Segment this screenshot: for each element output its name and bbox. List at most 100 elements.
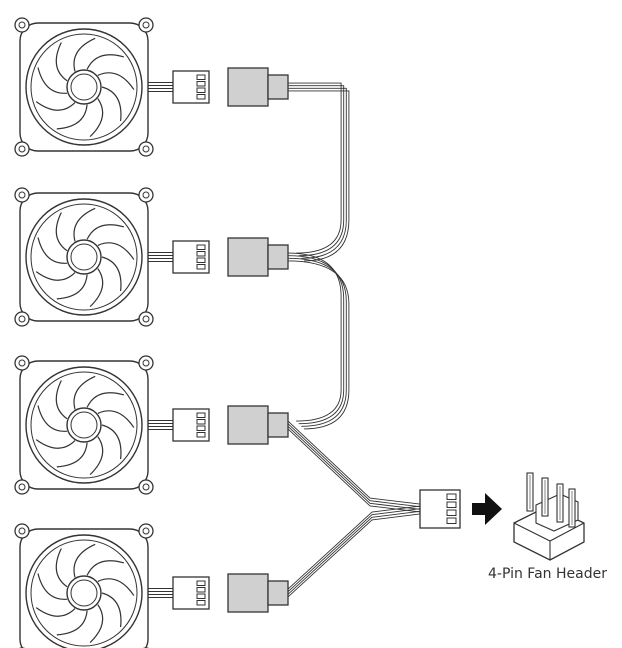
fan-header-icon (513, 472, 585, 561)
mounting-ear (14, 311, 30, 327)
cable-3-to-main (287, 420, 421, 513)
fan-blade (55, 380, 68, 420)
fan-blade (55, 212, 68, 252)
fan-hub-inner (70, 579, 98, 607)
fan-plug-1 (172, 70, 210, 104)
fan-3 (14, 355, 154, 495)
plug-pin (196, 257, 206, 263)
fan-blade (89, 604, 104, 644)
main-plug-pin (446, 493, 457, 500)
screw-hole (18, 145, 26, 153)
socket-neck (267, 580, 289, 606)
main-plug-pin (446, 517, 457, 524)
plug-body (172, 576, 210, 610)
cable-strand (287, 510, 421, 595)
fan-lead (148, 420, 173, 430)
fan-lead (148, 252, 173, 262)
cable-strand (287, 252, 342, 422)
fan-blade (89, 436, 104, 476)
splitter-socket-1 (227, 67, 289, 107)
screw-hole (18, 527, 26, 535)
cable-strand (288, 90, 350, 262)
screw-hole (142, 21, 150, 29)
screw-hole (18, 359, 26, 367)
fan-lead (148, 82, 173, 92)
screw-hole (18, 483, 26, 491)
screw-hole (142, 315, 150, 323)
plug-pin (196, 412, 206, 418)
cable-2-to-3 (287, 252, 350, 430)
socket-body (227, 573, 269, 613)
fan-blade (73, 375, 96, 410)
plug-pin (196, 94, 206, 100)
fan-blade (86, 560, 125, 576)
plug-pin (196, 593, 206, 599)
fan-blade (86, 392, 125, 408)
cable-1-to-2 (288, 82, 350, 262)
socket-body (227, 67, 269, 107)
fan-blade (101, 256, 122, 292)
fan-2 (14, 187, 154, 327)
fan-blade (101, 424, 122, 460)
cable-strand (287, 508, 421, 593)
fan-hub-inner (70, 243, 98, 271)
fan-blade (56, 442, 88, 468)
mounting-ear (14, 523, 30, 539)
cable-4-to-main (287, 505, 421, 598)
fan-plug-4 (172, 576, 210, 610)
mounting-ear (138, 141, 154, 157)
main-plug-pin (446, 509, 457, 516)
fan-blade (97, 410, 135, 428)
fan-hub (66, 69, 102, 105)
plug-pin (196, 419, 206, 425)
screw-hole (142, 527, 150, 535)
fan-blade (56, 274, 88, 300)
fan-frame (19, 22, 149, 152)
socket-body (227, 237, 269, 277)
fan-blade (97, 72, 135, 90)
main-plug-pin (446, 501, 457, 508)
splitter-socket-4 (227, 573, 289, 613)
fan-frame (19, 192, 149, 322)
fan-blade (55, 42, 68, 82)
fan-header-label: 4-Pin Fan Header (488, 566, 607, 582)
plug-pin (196, 74, 206, 80)
fan-1 (14, 17, 154, 157)
cable-strand (287, 257, 347, 427)
fan-inner-ring (30, 539, 138, 647)
fan-blade (37, 67, 68, 94)
plug-body (172, 70, 210, 104)
cable-strand (287, 505, 421, 590)
fan-frame (19, 360, 149, 490)
mounting-ear (14, 187, 30, 203)
plug-pin (196, 425, 206, 431)
socket-neck (267, 244, 289, 270)
mounting-ear (138, 479, 154, 495)
fan-blade (37, 405, 68, 432)
fan-4 (14, 523, 154, 648)
fan-blade (97, 578, 135, 596)
mounting-ear (14, 17, 30, 33)
plug-pin (196, 87, 206, 93)
plug-pin (196, 81, 206, 87)
fan-blade (37, 237, 68, 264)
mounting-ear (138, 523, 154, 539)
fan-inner-ring (30, 371, 138, 479)
fan-blade (101, 86, 122, 122)
fan-plug-3 (172, 408, 210, 442)
cable-strand (287, 255, 345, 425)
fan-plug-2 (172, 240, 210, 274)
socket-body (227, 405, 269, 445)
fan-inner-ring (30, 33, 138, 141)
plug-pin (196, 587, 206, 593)
cable-strand (287, 425, 421, 510)
splitter-socket-3 (227, 405, 289, 445)
screw-hole (18, 21, 26, 29)
mounting-ear (138, 17, 154, 33)
plug-pin (196, 264, 206, 270)
fan-blade (86, 224, 125, 240)
fan-blade (35, 101, 76, 111)
screw-hole (142, 191, 150, 199)
fan-hub-inner (70, 73, 98, 101)
